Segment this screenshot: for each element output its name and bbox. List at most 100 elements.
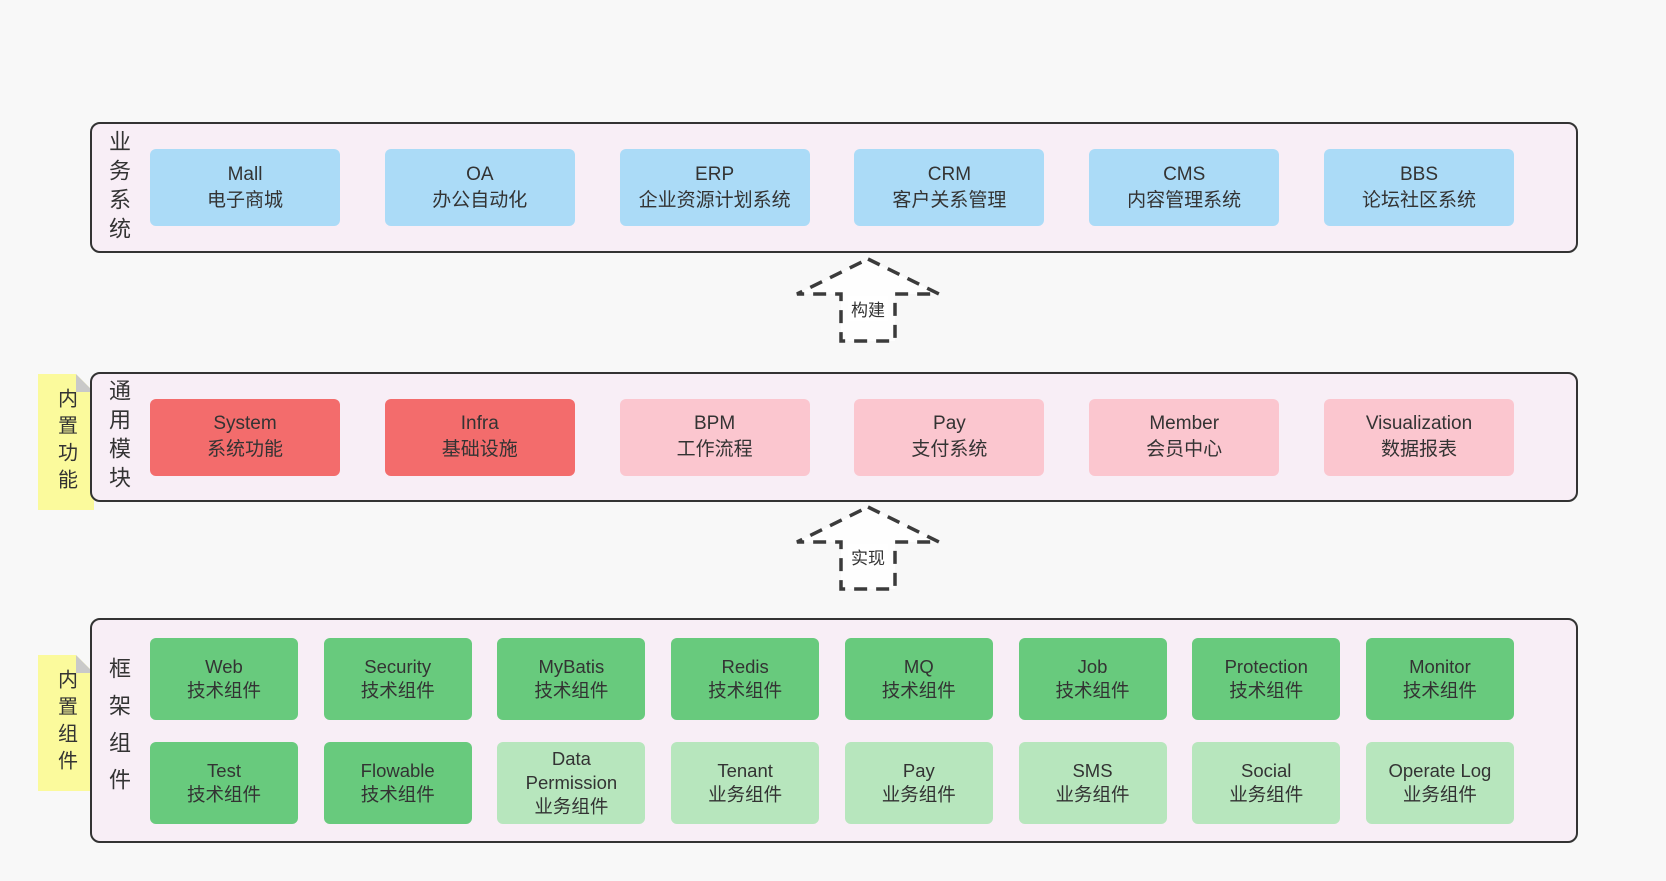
band-business-systems: 业务系统 Mall 电子商城 OA 办公自动化 ERP 企业资源计划系统 CRM… [90, 122, 1578, 253]
box-row: Web 技术组件 Security 技术组件 MyBatis 技术组件 Redi… [150, 637, 1514, 720]
box-cms: CMS 内容管理系统 [1089, 149, 1280, 226]
box-web: Web 技术组件 [150, 637, 298, 720]
box-subtitle: 客户关系管理 [892, 189, 1007, 211]
box-sms: SMS 业务组件 [1018, 741, 1167, 824]
arrow-label: 实现 [848, 544, 888, 569]
band-common-modules: 通用模块 System 系统功能 Infra 基础设施 BPM 工作流程 Pay… [90, 372, 1578, 502]
box-title: Member [1149, 413, 1220, 434]
box-subtitle: 会员中心 [1146, 439, 1223, 460]
box-protection: Protection 技术组件 [1192, 637, 1341, 720]
box-job: Job 技术组件 [1018, 637, 1167, 720]
band-label: 框架组件 [106, 656, 131, 805]
box-title: Infra [460, 413, 499, 434]
box-data-permission: Data Permission 业务组件 [497, 741, 646, 824]
box-title: MyBatis [538, 655, 605, 677]
box-title: Web [205, 655, 243, 677]
box-title: Protection [1224, 655, 1308, 677]
box-bpm: BPM 工作流程 [619, 398, 810, 476]
box-title: CRM [927, 163, 972, 185]
box-subtitle: 论坛社区系统 [1361, 189, 1476, 211]
box-title: Mall [227, 163, 263, 185]
box-security: Security 技术组件 [323, 637, 472, 720]
box-subtitle: 技术组件 [1229, 679, 1304, 701]
box-subtitle: 技术组件 [186, 783, 261, 805]
box-subtitle: 技术组件 [186, 679, 261, 701]
box-subtitle: 支付系统 [911, 439, 988, 460]
box-title: SMS [1072, 759, 1113, 781]
box-title: Redis [721, 655, 769, 677]
box-title: Pay [933, 413, 966, 434]
box-mq: MQ 技术组件 [844, 637, 993, 720]
box-subtitle: 技术组件 [708, 679, 783, 701]
box-subtitle: 技术组件 [534, 679, 609, 701]
box-flowable: Flowable 技术组件 [323, 741, 472, 824]
box-oa: OA 办公自动化 [384, 149, 575, 226]
box-title: Monitor [1409, 655, 1471, 677]
box-row: System 系统功能 Infra 基础设施 BPM 工作流程 Pay 支付系统… [150, 398, 1514, 476]
box-row: Mall 电子商城 OA 办公自动化 ERP 企业资源计划系统 CRM 客户关系… [150, 149, 1514, 226]
box-subtitle: 业务组件 [1402, 783, 1477, 805]
box-crm: CRM 客户关系管理 [854, 149, 1045, 226]
box-title: Operate Log [1388, 759, 1492, 781]
build-arrow: 构建 [793, 256, 943, 346]
box-subtitle: 业务组件 [1055, 783, 1130, 805]
box-title: Pay [902, 759, 935, 781]
box-bbs: BBS 论坛社区系统 [1323, 149, 1514, 226]
box-title: CMS [1163, 163, 1206, 185]
band-rows: Mall 电子商城 OA 办公自动化 ERP 企业资源计划系统 CRM 客户关系… [150, 124, 1514, 251]
box-subtitle: 业务组件 [534, 795, 609, 817]
box-social: Social 业务组件 [1192, 741, 1341, 824]
box-test: Test 技术组件 [150, 741, 298, 824]
box-title: System [213, 413, 277, 434]
band-label: 业务系统 [106, 129, 131, 246]
box-title: OA [466, 163, 494, 185]
box-erp: ERP 企业资源计划系统 [619, 149, 810, 226]
box-subtitle: 业务组件 [1229, 783, 1304, 805]
implement-arrow: 实现 [793, 504, 943, 594]
box-title: Test [207, 759, 241, 781]
box-row: Test 技术组件 Flowable 技术组件 Data Permission … [150, 741, 1514, 824]
box-subtitle: 工作流程 [676, 439, 753, 460]
box-visualization: Visualization 数据报表 [1323, 398, 1514, 476]
box-pay: Pay 支付系统 [854, 398, 1045, 476]
box-pay-business: Pay 业务组件 [844, 741, 993, 824]
sticky-note-built-in-features: 内置功能 [38, 374, 94, 510]
box-operate-log: Operate Log 业务组件 [1365, 741, 1514, 824]
band-rows: System 系统功能 Infra 基础设施 BPM 工作流程 Pay 支付系统… [150, 374, 1514, 500]
box-subtitle: 系统功能 [206, 439, 283, 460]
box-mall: Mall 电子商城 [150, 149, 340, 226]
box-subtitle: 业务组件 [708, 783, 783, 805]
box-title: Job [1077, 655, 1108, 677]
box-title: BBS [1399, 163, 1438, 185]
box-title: BPM [694, 413, 736, 434]
box-mybatis: MyBatis 技术组件 [497, 637, 646, 720]
box-member: Member 会员中心 [1089, 398, 1280, 476]
box-infra: Infra 基础设施 [384, 398, 575, 476]
box-subtitle: 基础设施 [441, 439, 518, 460]
sticky-note-built-in-components: 内置组件 [38, 655, 94, 791]
box-title: Data Permission [525, 747, 618, 793]
band-rows: Web 技术组件 Security 技术组件 MyBatis 技术组件 Redi… [150, 620, 1514, 841]
sticky-note-label: 内置组件 [54, 669, 77, 777]
arrow-label: 构建 [848, 296, 888, 321]
box-system: System 系统功能 [150, 398, 340, 476]
box-subtitle: 技术组件 [1402, 679, 1477, 701]
box-title: ERP [695, 163, 735, 185]
box-title: Security [364, 655, 432, 677]
box-subtitle: 技术组件 [881, 679, 956, 701]
box-subtitle: 内容管理系统 [1127, 189, 1242, 211]
box-tenant: Tenant 业务组件 [671, 741, 820, 824]
box-subtitle: 技术组件 [360, 783, 435, 805]
box-subtitle: 电子商城 [206, 189, 283, 211]
box-title: Flowable [360, 759, 435, 781]
band-framework-components: 框架组件 Web 技术组件 Security 技术组件 MyBatis 技术组件… [90, 618, 1578, 843]
box-subtitle: 办公自动化 [432, 189, 528, 211]
box-monitor: Monitor 技术组件 [1365, 637, 1514, 720]
box-title: Tenant [717, 759, 773, 781]
box-subtitle: 企业资源计划系统 [638, 189, 791, 211]
box-title: MQ [903, 655, 934, 677]
box-title: Social [1241, 759, 1292, 781]
box-subtitle: 技术组件 [360, 679, 435, 701]
box-subtitle: 数据报表 [1380, 439, 1457, 460]
